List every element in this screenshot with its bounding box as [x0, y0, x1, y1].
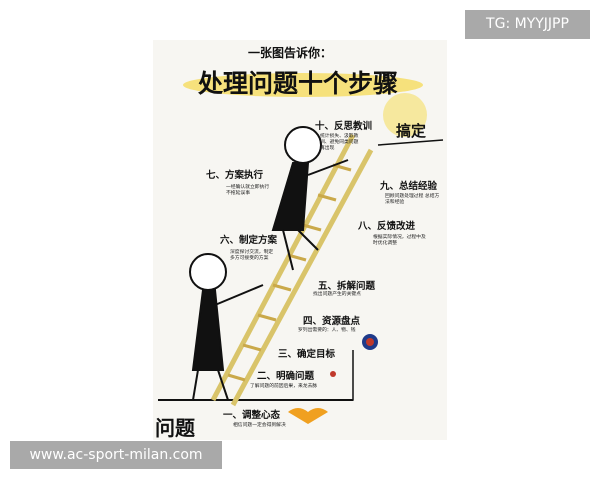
- heart-icon: [288, 408, 328, 424]
- watermark-bottom: www.ac-sport-milan.com: [10, 441, 222, 469]
- ladder-icon: [210, 133, 374, 407]
- poster-title: 处理问题十个步骤: [198, 69, 399, 98]
- poster-illustration: [158, 73, 444, 424]
- step-4-desc: 罗列出需要的：人、物、钱: [298, 328, 356, 333]
- step-7-desc: 一经确认就立即执行 不拖延误事: [226, 185, 270, 196]
- step-9-title: 九、总结经验: [380, 181, 438, 192]
- step-8-desc: 根据实际情况，过程中及时优化调整: [373, 235, 426, 246]
- sun-icon: [383, 93, 427, 137]
- step-4-title: 四、资源盘点: [303, 316, 361, 327]
- step-10-desc: 统计损失、汲取教训、避免同类问题再出现: [320, 134, 359, 151]
- stick-figure-upper: [271, 126, 349, 271]
- problem-label: 问题: [155, 416, 195, 440]
- stick-figure-lower: [189, 253, 264, 401]
- step-6-desc: 深度探讨交流，制定多方可接受的方案: [230, 250, 274, 261]
- poster-subtitle: 一张图告诉你：: [248, 46, 333, 60]
- step-1-desc: 相信问题一定会得到解决: [233, 423, 286, 428]
- step-1-title: 一、调整心态: [223, 410, 281, 421]
- focus-dot-icon: [330, 371, 336, 377]
- poster: 一张图告诉你： 处理问题十个步骤 搞定 问题 十、反思教训 统计损失、汲取教训、…: [153, 40, 447, 440]
- step-3-title: 三、确定目标: [278, 349, 336, 360]
- done-label: 搞定: [396, 122, 427, 140]
- step-6-title: 六、制定方案: [220, 235, 278, 246]
- step-5-title: 五、拆解问题: [318, 281, 376, 292]
- step-10-title: 十、反思教训: [315, 121, 373, 132]
- watermark-top: TG: MYYJJPP: [465, 10, 590, 39]
- step-8-title: 八、反馈改进: [358, 221, 416, 232]
- step-9-desc: 回顾问题处理过程 总结方法和经验: [385, 194, 440, 205]
- step-2-title: 二、明确问题: [257, 371, 315, 382]
- step-2-desc: 了解问题的前因后果，来龙去脉: [250, 384, 318, 389]
- step-5-desc: 找出问题产生的关键点: [313, 292, 361, 297]
- step-7-title: 七、方案执行: [206, 170, 264, 181]
